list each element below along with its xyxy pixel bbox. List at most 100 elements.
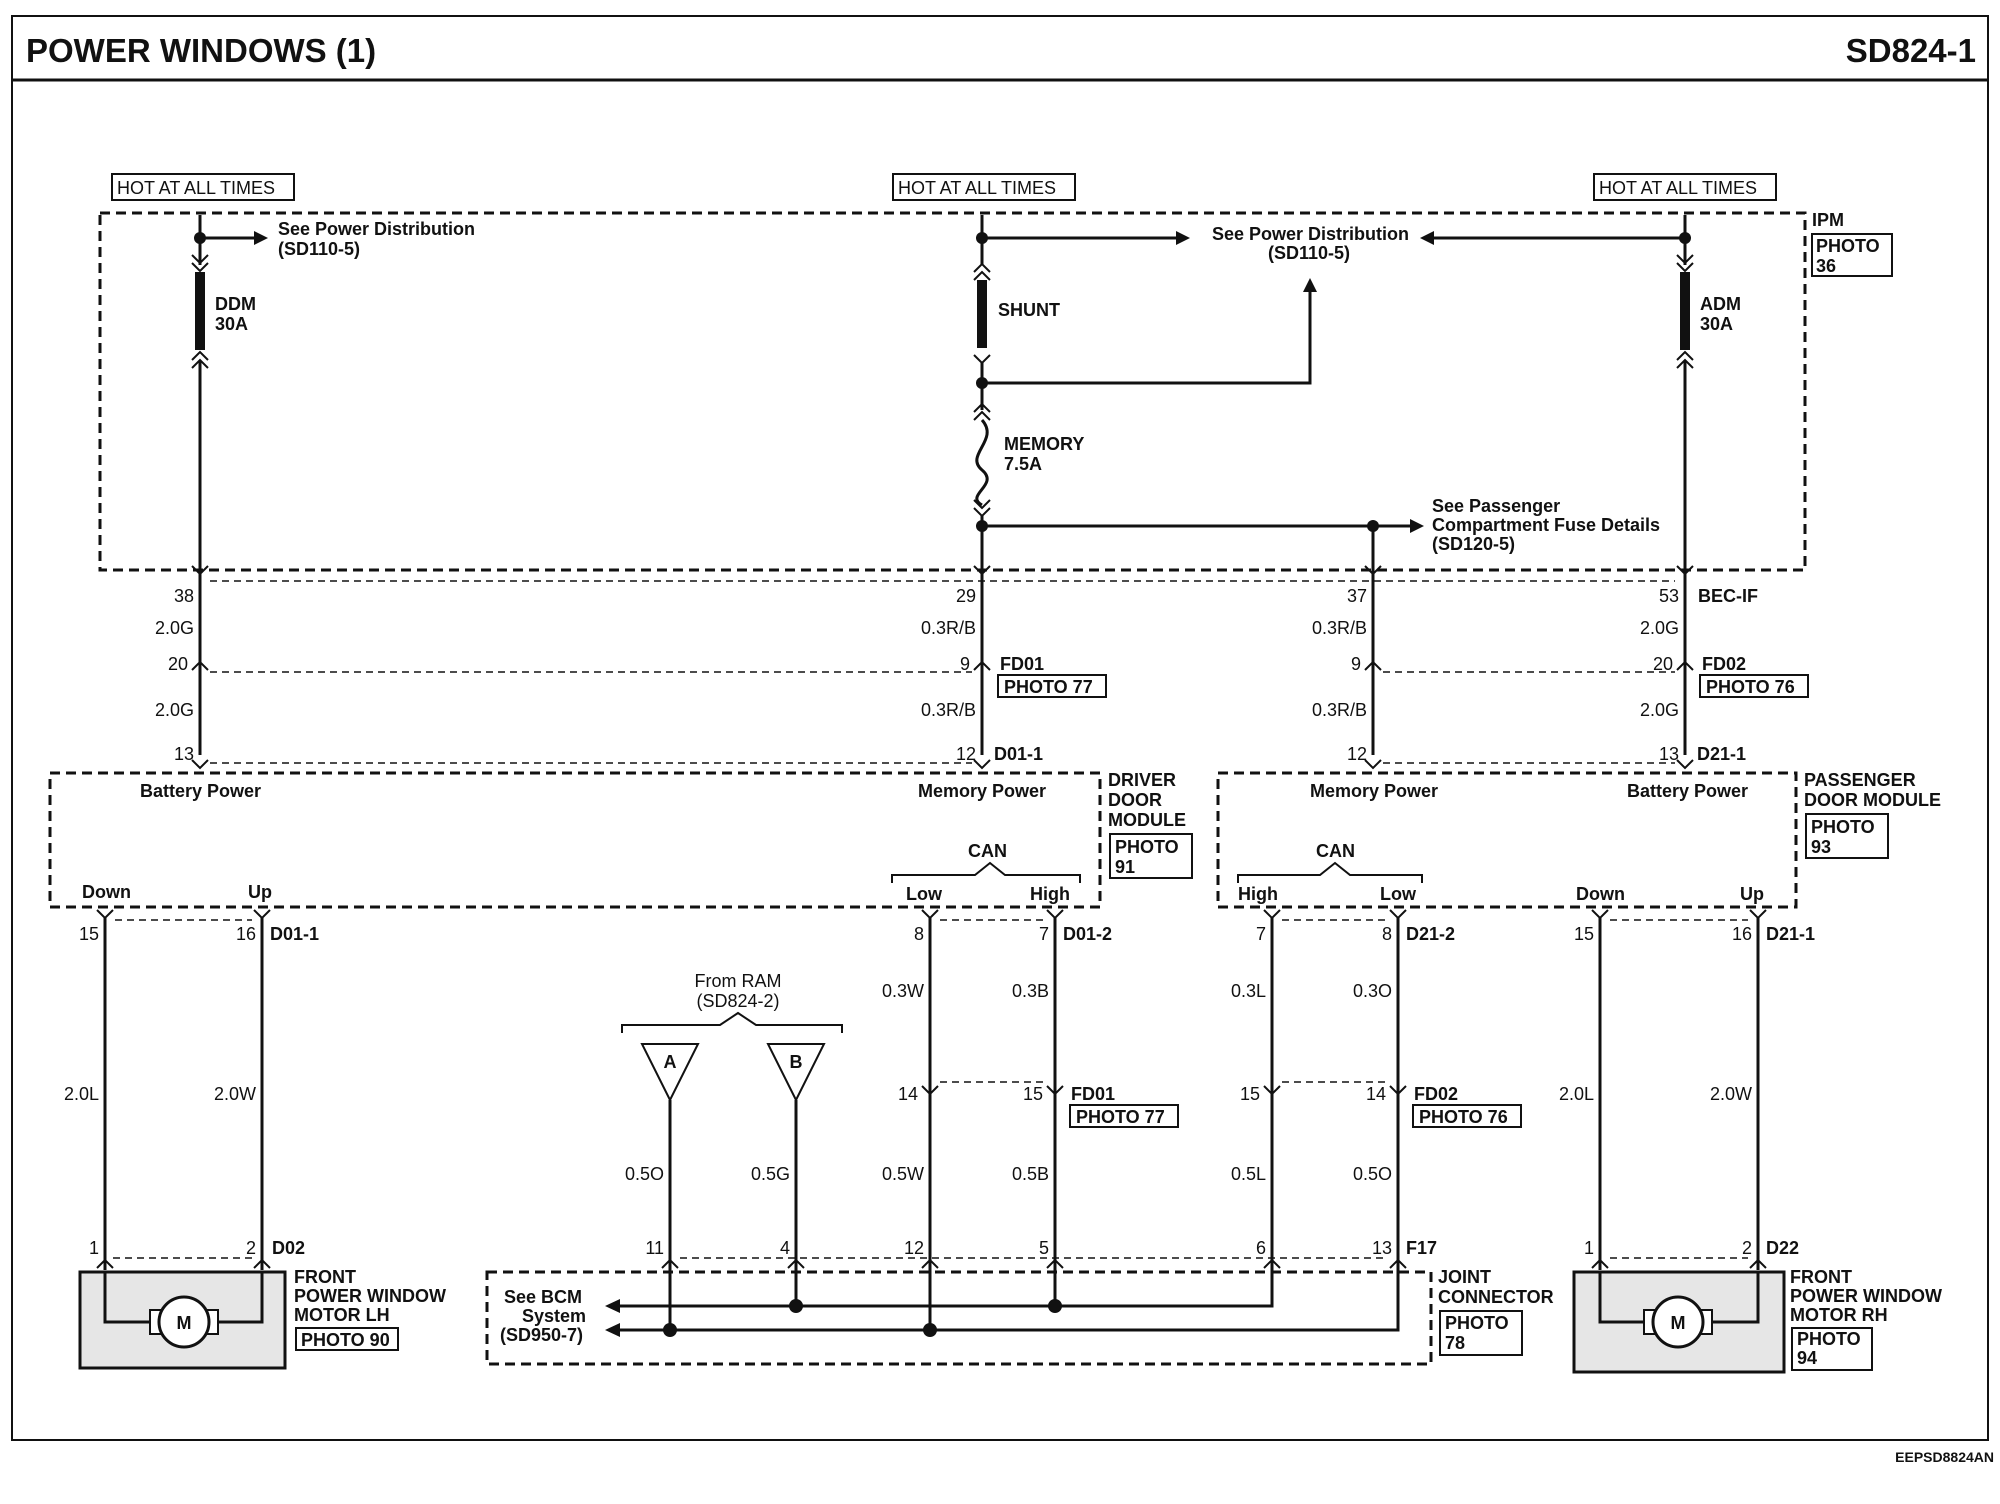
wire-label-20w-rh: 2.0W <box>1710 1084 1752 1104</box>
c15b-shape <box>1591 909 1609 920</box>
wire-label-03rb-1: 0.3R/B <box>921 618 976 638</box>
d211-label-bot: D21-1 <box>1766 924 1815 944</box>
c7a-shape <box>1046 909 1064 920</box>
page-title: POWER WINDOWS (1) <box>26 32 376 69</box>
jc-splice-12 <box>923 1323 937 1337</box>
photo76-box <box>1699 674 1809 698</box>
pin-2a: 2 <box>246 1238 256 1258</box>
pin-13c: 13 <box>1372 1238 1392 1258</box>
c6-shape <box>1263 1258 1281 1269</box>
wire-label-20l-rh: 2.0L <box>1559 1084 1594 1104</box>
footer-code: EEPSD8824AN <box>1895 1449 1994 1465</box>
adm-conn-top2 <box>1676 262 1694 273</box>
ddm-conn-top <box>191 254 209 265</box>
wire-label-03rb-2: 0.3R/B <box>1312 618 1367 638</box>
see-pd-left-2: (SD110-5) <box>278 239 360 259</box>
driver-down: Down <box>82 882 131 902</box>
jc-low-bus <box>615 1270 1400 1332</box>
motor-lh-lead-1 <box>103 1272 150 1324</box>
f17-label: F17 <box>1406 1238 1437 1258</box>
passenger-photo-num: 93 <box>1811 837 1831 857</box>
ddm-label-1: DDM <box>215 294 256 314</box>
d211-label-top: D21-1 <box>1697 744 1746 764</box>
adm-pd-arrow <box>1420 231 1434 245</box>
adm-conn-bot <box>1676 350 1694 361</box>
motor-rh-photo: PHOTO <box>1797 1329 1861 1349</box>
wire-label-03l: 0.3L <box>1231 981 1266 1001</box>
wire-label-20w-lh: 2.0W <box>214 1084 256 1104</box>
joint-photo: PHOTO <box>1445 1313 1509 1333</box>
c37-shape <box>1364 565 1382 576</box>
mem-conn-bot <box>973 499 991 510</box>
passenger-photo-box <box>1805 813 1889 859</box>
pin-13a: 13 <box>174 744 194 764</box>
jc-splice-4 <box>789 1299 803 1313</box>
photo77-box <box>997 674 1107 698</box>
wire-label-03w: 0.3W <box>882 981 924 1001</box>
driver-can-low: Low <box>906 884 943 904</box>
wire-label-20l-lh: 2.0L <box>64 1084 99 1104</box>
shunt-bar <box>977 280 987 348</box>
see-pd-center-1: See Power Distribution <box>1212 224 1409 244</box>
page-code: SD824-1 <box>1846 32 1976 69</box>
see-pd-left-1: See Power Distribution <box>278 219 475 239</box>
jc-high-bus <box>615 1270 1274 1308</box>
c13b-shape <box>1676 759 1694 770</box>
motor-lh-photo: PHOTO 90 <box>301 1330 390 1350</box>
see-pd-center-2: (SD110-5) <box>1268 243 1350 263</box>
joint-photo-num: 78 <box>1445 1333 1465 1353</box>
photo76-label: PHOTO 76 <box>1706 677 1795 697</box>
ram-brace <box>621 1011 843 1033</box>
pin-5: 5 <box>1039 1238 1049 1258</box>
ram-terminal-a <box>640 1043 700 1103</box>
hot-box-center <box>892 173 1076 201</box>
adm-label-2: 30A <box>1700 314 1733 334</box>
ipm-label: IPM <box>1812 210 1844 230</box>
c38-shape <box>191 565 209 576</box>
pin-15d: 15 <box>1240 1084 1260 1104</box>
c16b-shape <box>1749 909 1767 920</box>
jc-splice-5 <box>1048 1299 1062 1313</box>
motor-rh-photo-box <box>1791 1327 1873 1371</box>
passenger-can-brace <box>1237 861 1423 883</box>
driver-label-2: DOOR <box>1108 790 1162 810</box>
ram-label-2: (SD824-2) <box>696 991 779 1011</box>
c15c-shape <box>1046 1085 1064 1096</box>
joint-photo-box <box>1439 1310 1523 1356</box>
shunt-return-wire <box>982 290 1312 385</box>
wire-label-20g-3: 2.0G <box>155 700 194 720</box>
ddm-battery-power: Battery Power <box>140 781 261 801</box>
see-pass-2: Compartment Fuse Details <box>1432 515 1660 535</box>
pin-7b: 7 <box>1256 924 1266 944</box>
d011-label-top: D01-1 <box>994 744 1043 764</box>
bcm-label-1: See BCM <box>504 1287 582 1307</box>
passenger-can-label: CAN <box>1316 841 1355 861</box>
d011-label-bot: D01-1 <box>270 924 319 944</box>
photo76b-box <box>1412 1104 1522 1128</box>
driver-up: Up <box>248 882 272 902</box>
driver-photo-num: 91 <box>1115 857 1135 877</box>
pin-15b: 15 <box>1574 924 1594 944</box>
pin-53: 53 <box>1659 586 1679 606</box>
c1a-shape <box>96 1258 114 1269</box>
motor-rh-m: M <box>1671 1313 1686 1333</box>
motor-rh-label-2: POWER WINDOW <box>1790 1286 1942 1306</box>
ddm-label-2: 30A <box>215 314 248 334</box>
passenger-up: Up <box>1740 884 1764 904</box>
fd02-label: FD02 <box>1702 654 1746 674</box>
c16a-shape <box>253 909 271 920</box>
c9b-shape <box>1364 660 1382 671</box>
pdm-battery-power: Battery Power <box>1627 781 1748 801</box>
motor-lh-label-1: FRONT <box>294 1267 356 1287</box>
pin-13b: 13 <box>1659 744 1679 764</box>
c15d-shape <box>1263 1085 1281 1096</box>
pin-37: 37 <box>1347 586 1367 606</box>
motor-lh-label-2: POWER WINDOW <box>294 1286 446 1306</box>
wire-label-05g: 0.5G <box>751 1164 790 1184</box>
pin-9a: 9 <box>960 654 970 674</box>
pin-20b: 20 <box>1653 654 1673 674</box>
driver-can-brace <box>891 861 1081 883</box>
wire-label-03b: 0.3B <box>1012 981 1049 1001</box>
memory-fuse <box>975 418 989 507</box>
